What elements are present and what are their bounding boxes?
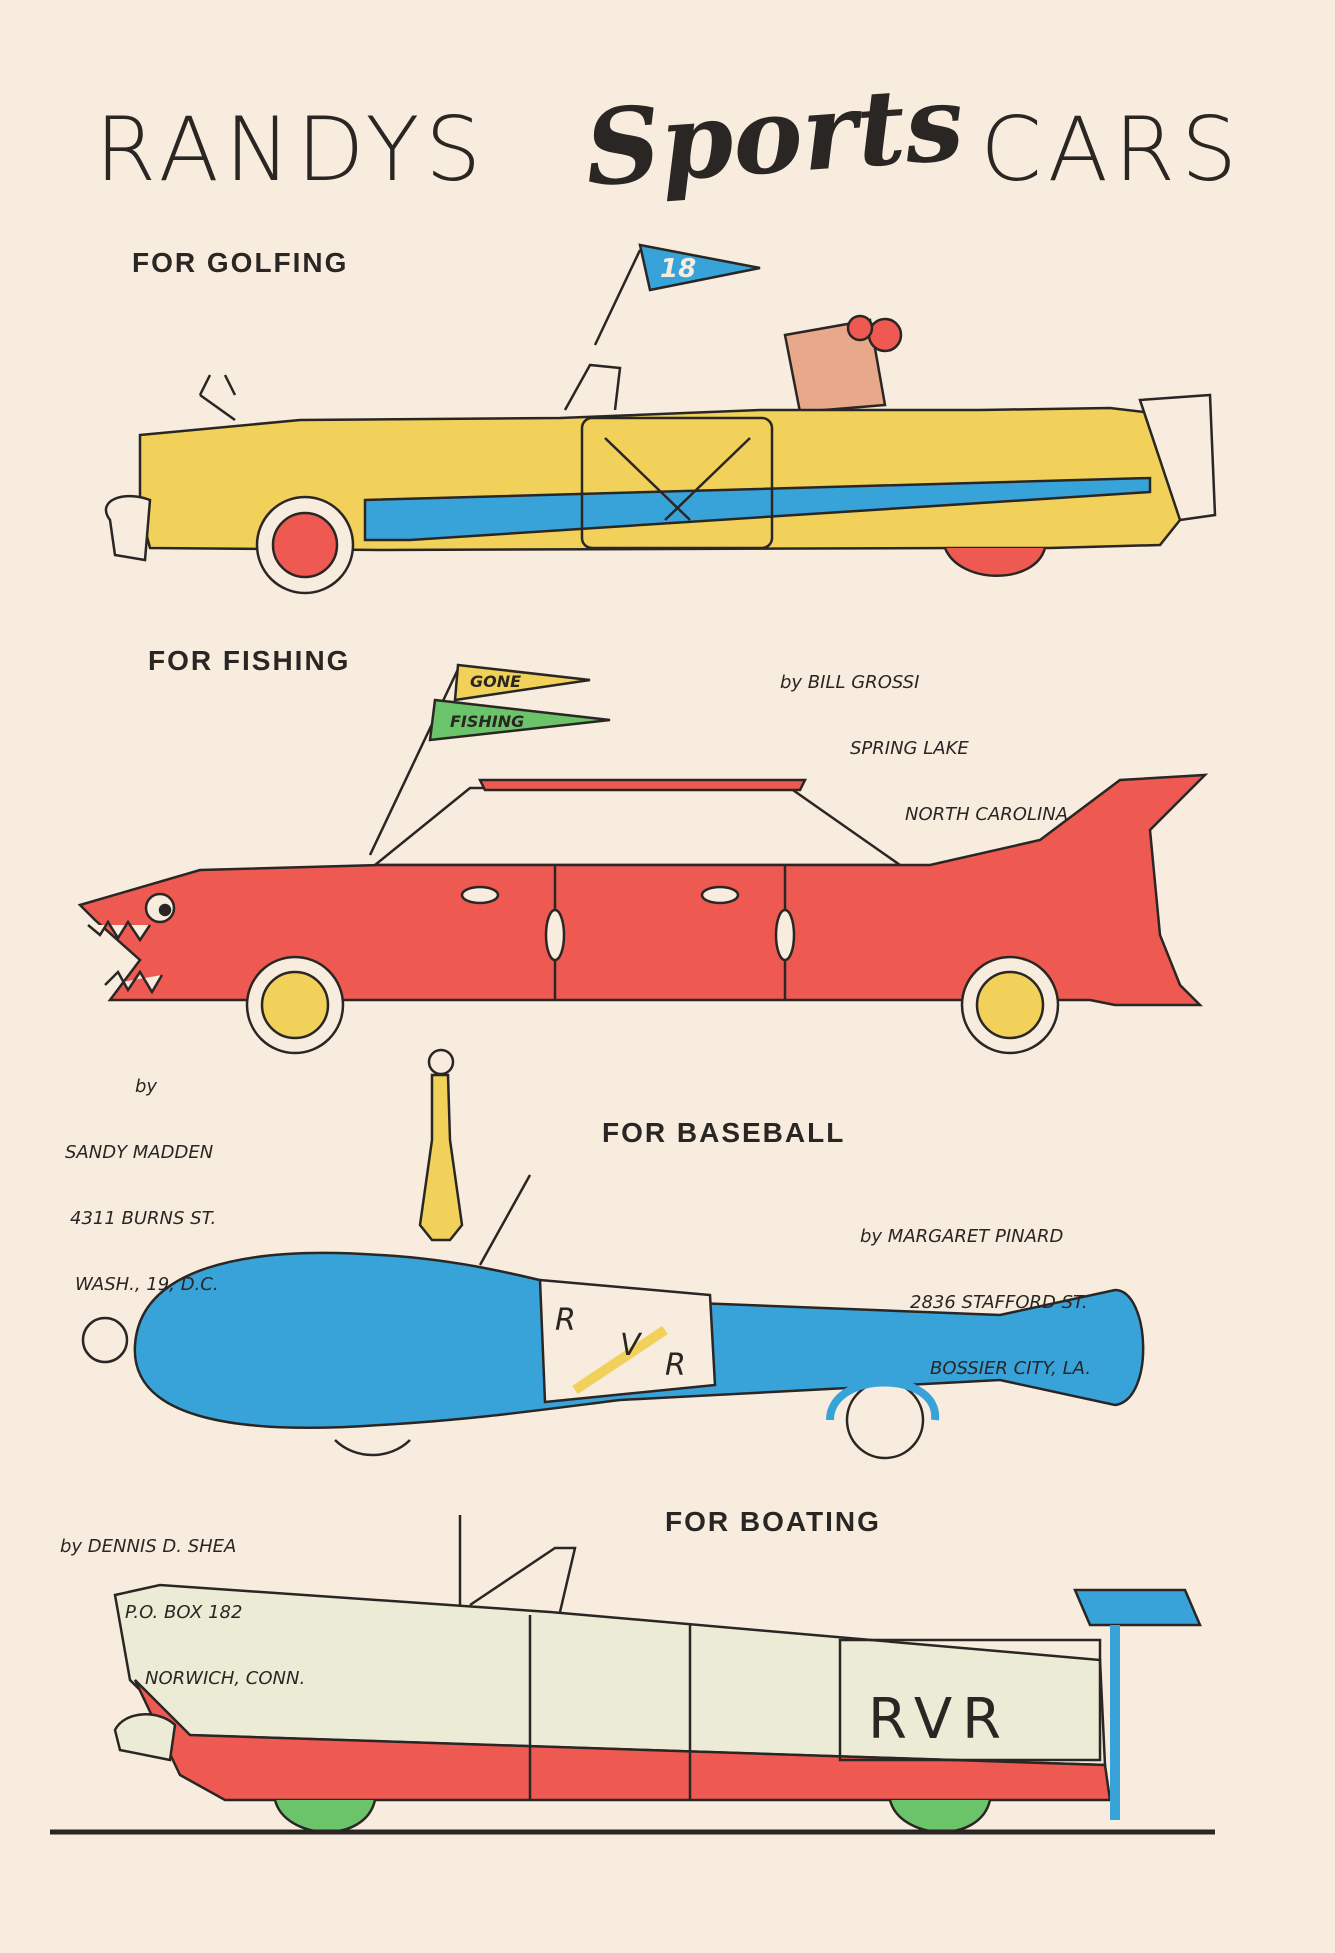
credit-boating: by DENNIS D. SHEA P.O. BOX 182 NORWICH, … (60, 1536, 306, 1689)
golf-car (104, 243, 1217, 595)
title-cars: CARS (980, 98, 1243, 201)
heading-fishing: FOR FISHING (148, 645, 351, 676)
fish-door-handle (700, 885, 740, 905)
shark-teeth (87, 919, 152, 943)
credit-baseball: by MARGARET PINARD 2836 STAFFORD ST. BOS… (860, 1226, 1092, 1379)
golf-car-door (580, 416, 774, 550)
heading-baseball: FOR BASEBALL (602, 1117, 846, 1148)
boat-rear-wheel (888, 1799, 992, 1834)
boat-front-wheel (273, 1799, 377, 1834)
heading-boating: FOR BOATING (665, 1506, 881, 1537)
baseball-letter-v: V (620, 1328, 643, 1363)
fishing-car-body (77, 773, 1209, 1007)
baseball-on-bat (427, 1048, 455, 1076)
fishing-pennant-fishing (428, 698, 611, 742)
standing-bat (418, 1073, 464, 1242)
golf-club-head (867, 317, 903, 353)
golf-flag (638, 243, 761, 292)
golf-windshield (563, 363, 622, 411)
golf-clubs-crossed (604, 437, 751, 521)
fishing-flag-pole (368, 664, 462, 856)
page-title: RANDYS Sports CARS (95, 61, 1255, 220)
golf-bag (783, 318, 887, 414)
fishing-car (77, 663, 1209, 1055)
heading-golfing: FOR GOLFING (132, 247, 349, 278)
credit-golfing: by BILL GROSSI SPRING LAKE NORTH CAROLIN… (780, 672, 1069, 825)
golf-car-stripe (363, 476, 1152, 542)
golf-flag-pole (593, 249, 642, 346)
credit-fishing: by SANDY MADDEN 4311 BURNS ST. WASH., 19… (65, 1076, 219, 1295)
boat-windshield (469, 1546, 577, 1613)
baseball-car (81, 1048, 1145, 1460)
golf-rear-wheel (943, 547, 1047, 577)
fish-door-handle (460, 885, 500, 905)
golf-flag-label: 18 (660, 254, 696, 284)
front-baseball (81, 1316, 129, 1364)
baseball-letter-r1: R (555, 1303, 576, 1338)
boat-side-label: RVR (868, 1687, 1011, 1752)
baseball-letter-r2: R (665, 1348, 686, 1383)
outboard-motor (1073, 1588, 1202, 1627)
fishing-pennant-fishing-label: FISHING (450, 712, 524, 731)
fishing-pennant-gone (453, 663, 591, 702)
boat-side-panel (838, 1638, 1102, 1762)
baseball-car-door (538, 1278, 717, 1404)
boating-car (50, 1515, 1215, 1835)
fishing-pennant-gone-label: GONE (470, 672, 521, 691)
title-randys: RANDYS (95, 98, 488, 201)
